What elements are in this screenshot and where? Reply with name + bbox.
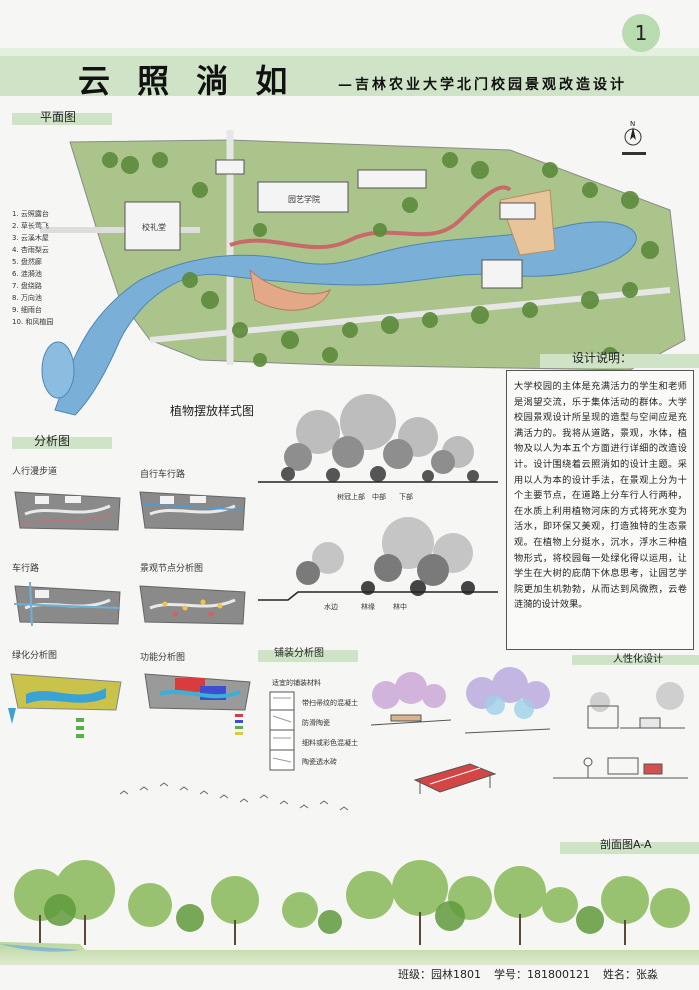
paving-item: 带扫帚纹的混凝土 [302, 699, 358, 707]
analysis-panel-label: 绿化分析图 [12, 651, 58, 661]
design-notes-text: 大学校园的主体是充满活力的学生和老师是渴望交流，乐于集体活动的群体。大学校园景观… [514, 381, 687, 611]
class-value: 园林1801 [431, 968, 481, 981]
analysis-panel-label: 功能分析图 [140, 653, 186, 663]
north-arrow-icon [624, 118, 642, 148]
page-number: 1 [634, 21, 648, 45]
analysis-map-bicycle [139, 491, 246, 531]
paving-sketch-grove [464, 667, 551, 734]
paving-intro: 适宜的铺装材料 [272, 679, 321, 687]
building-label-auditorium: 校礼堂 [142, 222, 166, 232]
paving-label: 铺装分析图 [274, 648, 324, 659]
student-name-value: 张淼 [636, 968, 658, 981]
paving-sketch-red-path [413, 763, 497, 794]
planting-label-waterside: 水边 [324, 603, 338, 611]
title-banner-extension [0, 48, 699, 56]
student-info: 班级：园林1801 学号：181800121 姓名：张淼 [398, 966, 658, 982]
class-label: 班级： [398, 968, 431, 981]
planting-label-canopy: 树冠上部 [337, 493, 365, 501]
humanized-sketch-lower [553, 757, 688, 779]
legend-item: 9. 细雨台 [12, 306, 42, 314]
north-label: N [630, 120, 636, 128]
legend-item: 2. 草长莺飞 [12, 222, 49, 230]
humanized-label-bar [572, 655, 699, 665]
legend-item: 6. 涟漪池 [12, 270, 42, 278]
scale-bar [622, 152, 646, 155]
analysis-panel-label: 景观节点分析图 [140, 564, 204, 574]
planting-label-lower: 下部 [399, 493, 413, 501]
paving-label-bar [258, 650, 358, 662]
planting-label-forest-interior: 林中 [393, 603, 407, 611]
analysis-label-bar [12, 437, 112, 449]
analysis-map-function [144, 673, 251, 735]
paving-item: 细料或彩色混凝土 [302, 739, 358, 747]
student-id-value: 181800121 [527, 968, 590, 981]
design-notes-box: 大学校园的主体是充满活力的学生和老师是渴望交流，乐于集体活动的群体。大学校园景观… [506, 370, 694, 650]
student-name-label: 姓名： [603, 968, 636, 981]
humanized-label: 人性化设计 [613, 654, 663, 665]
section-label: 剖面图A-A [600, 838, 652, 851]
paving-item: 防滑陶瓷 [302, 719, 330, 727]
plan-label-bar [12, 113, 112, 125]
title-banner [0, 56, 699, 96]
analysis-map-greening [8, 673, 122, 738]
paving-layer-diagram [269, 691, 295, 771]
analysis-panel-label: 自行车行路 [140, 470, 186, 480]
site-plan: 校礼堂 园艺学院 [40, 130, 686, 416]
legend-item: 4. 杏雨梨云 [12, 246, 49, 254]
planting-elevation-lower [258, 517, 498, 601]
legend-item: 10. 和风植园 [12, 318, 54, 326]
page-title: 云 照 淌 如 [78, 62, 296, 100]
analysis-panel-label: 人行漫步道 [12, 467, 58, 477]
humanized-sketch-upper [587, 682, 685, 729]
page-number-badge: 1 [622, 14, 660, 52]
paving-sketch-seating [370, 672, 452, 726]
planting-elevation-upper [258, 394, 498, 483]
paving-item: 陶瓷透水砖 [302, 758, 337, 766]
birds-decoration [119, 782, 349, 811]
section-label-bar [560, 842, 699, 854]
page-subtitle: —吉林农业大学北门校园景观改造设计 [338, 77, 627, 93]
legend-item: 7. 盘绕路 [12, 282, 42, 290]
design-notes-label: 设计说明： [572, 351, 633, 365]
plan-label: 平面图 [40, 110, 77, 124]
student-id-label: 学号： [494, 968, 527, 981]
legend-item: 3. 云溪木屋 [12, 234, 49, 242]
planting-label: 植物摆放样式图 [170, 404, 255, 418]
legend-item: 8. 万向池 [12, 294, 42, 302]
analysis-map-vehicle [13, 581, 121, 627]
analysis-label: 分析图 [34, 434, 71, 448]
design-notes-label-bar [540, 354, 699, 368]
analysis-map-nodes [139, 585, 246, 625]
planting-label-middle: 中部 [372, 493, 386, 501]
analysis-panel-label: 车行路 [12, 564, 40, 574]
section-a-a-illustration [0, 860, 699, 965]
legend-item: 5. 盘然廊 [12, 258, 42, 266]
building-label-horticulture: 园艺学院 [288, 194, 320, 204]
legend-item: 1. 云照露台 [12, 210, 49, 218]
plan-legend: 1. 云照露台 2. 草长莺飞 3. 云溪木屋 4. 杏雨梨云 5. 盘然廊 6… [12, 208, 72, 328]
planting-label-forest-edge: 林缘 [361, 603, 375, 611]
analysis-map-pedestrian [14, 491, 121, 531]
